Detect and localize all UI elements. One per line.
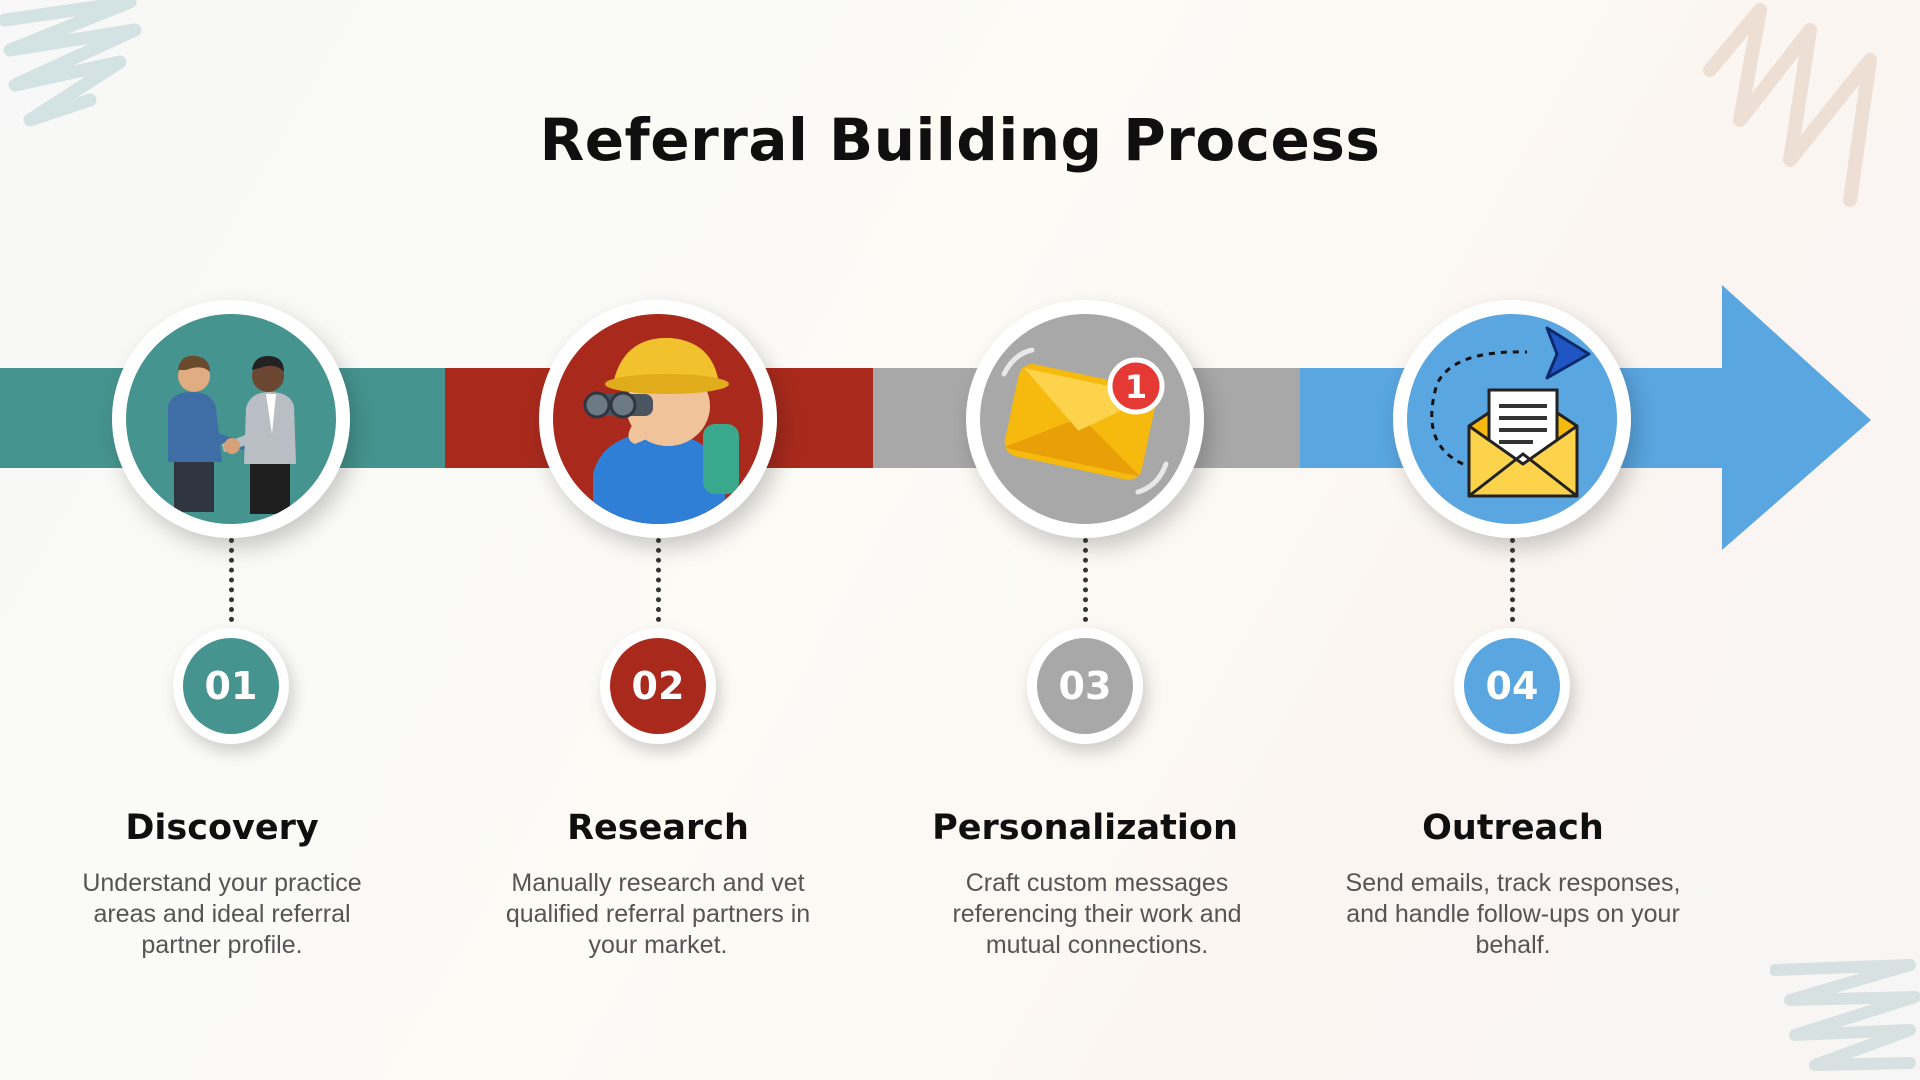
step-2-number-badge: 02 bbox=[600, 628, 716, 744]
notification-badge: 1 bbox=[1125, 368, 1147, 406]
step-1-number-badge: 01 bbox=[173, 628, 289, 744]
handshake-icon bbox=[168, 355, 296, 514]
decorative-scribble-top-right bbox=[1703, 3, 1877, 207]
step-2-title: Research bbox=[567, 808, 749, 848]
arrow-head-icon bbox=[1500, 285, 1871, 550]
step-1-title: Discovery bbox=[125, 808, 319, 848]
step-number: 02 bbox=[610, 638, 706, 734]
step-4-number-badge: 04 bbox=[1454, 628, 1570, 744]
step-4-description: Send emails, track responses, and handle… bbox=[1345, 869, 1681, 959]
step-1-connector bbox=[229, 538, 234, 622]
decorative-scribble-bottom-right bbox=[1770, 959, 1920, 1071]
step-4-title: Outreach bbox=[1422, 808, 1604, 848]
step-3-title: Personalization bbox=[932, 808, 1238, 848]
step-4-icon-circle bbox=[1393, 300, 1631, 538]
step-2-icon-circle bbox=[539, 300, 777, 538]
step-1-icon-circle bbox=[112, 300, 350, 538]
binoculars-explorer-icon bbox=[583, 337, 739, 524]
envelope-notification-icon: 1 bbox=[1001, 347, 1169, 495]
step-3-icon-circle: 1 bbox=[966, 300, 1204, 538]
step-1-description: Understand your practice areas and ideal… bbox=[82, 869, 362, 959]
step-2-connector bbox=[656, 538, 661, 622]
step-2-description: Manually research and vet qualified refe… bbox=[505, 869, 811, 959]
step-3-number-badge: 03 bbox=[1027, 628, 1143, 744]
step-number: 01 bbox=[183, 638, 279, 734]
decorative-scribble-top-left bbox=[0, 0, 142, 127]
step-3-connector bbox=[1083, 538, 1088, 622]
step-number: 03 bbox=[1037, 638, 1133, 734]
open-envelope-send-icon bbox=[1430, 326, 1591, 498]
step-3-description: Craft custom messages referencing their … bbox=[952, 869, 1242, 959]
step-4-connector bbox=[1510, 538, 1515, 622]
page-title: Referral Building Process bbox=[539, 106, 1381, 174]
step-number: 04 bbox=[1464, 638, 1560, 734]
